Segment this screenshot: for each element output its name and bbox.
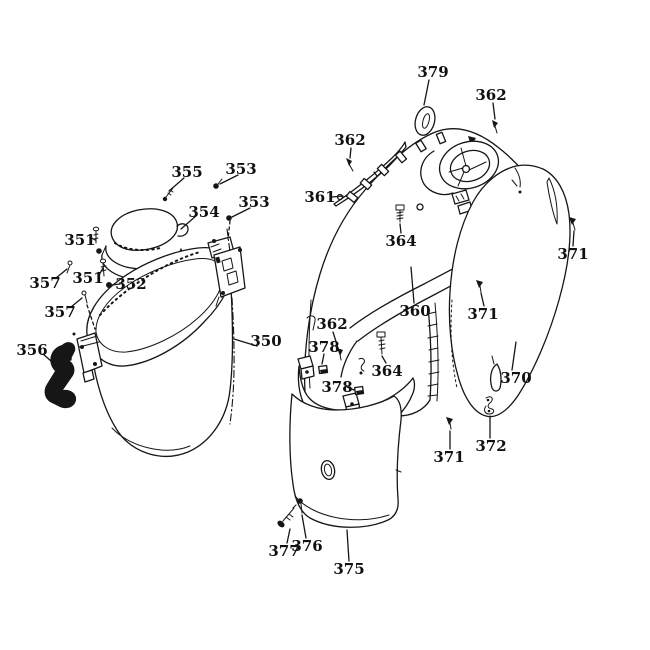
leader-line-353 xyxy=(231,207,251,218)
leader-line-377 xyxy=(286,528,291,544)
leader-line-350 xyxy=(233,338,258,347)
part-number-label-378: 378 xyxy=(308,338,339,356)
leader-line-357 xyxy=(55,268,68,279)
part-number-label-361: 361 xyxy=(304,188,335,206)
part-number-label-370: 370 xyxy=(500,369,531,387)
leader-line-352 xyxy=(111,283,121,286)
part-number-label-377: 377 xyxy=(268,542,299,560)
part-number-label-353: 353 xyxy=(238,193,269,211)
part-number-label-350: 350 xyxy=(250,332,281,350)
leader-line-375 xyxy=(346,529,350,562)
leader-line-364 xyxy=(399,223,402,234)
leader-line-360 xyxy=(410,266,415,304)
leader-line-353 xyxy=(219,174,239,185)
part-number-label-357: 357 xyxy=(44,303,75,321)
leader-line-362 xyxy=(332,331,339,349)
leader-line-357 xyxy=(86,304,96,330)
part-number-label-364: 364 xyxy=(371,362,402,380)
wrench-drawing xyxy=(44,342,77,409)
part-number-label-375: 375 xyxy=(333,560,364,578)
fasteners-drawing xyxy=(66,106,576,528)
leader-line-378 xyxy=(321,353,325,365)
trim-strip-drawing xyxy=(333,141,407,207)
leader-line-362 xyxy=(492,102,496,120)
leader-line-356 xyxy=(42,353,52,362)
part-number-label-362: 362 xyxy=(334,131,365,149)
leader-line-370 xyxy=(511,341,517,371)
leader-line-371 xyxy=(572,230,575,247)
leader-line-354 xyxy=(180,214,198,230)
part-number-label-371: 371 xyxy=(557,245,588,263)
part-number-label-351: 351 xyxy=(72,269,103,287)
helmet-box-drawing xyxy=(72,228,246,457)
leader-line-353 xyxy=(227,220,231,240)
leader-line-351 xyxy=(89,236,96,241)
part-number-label-362: 362 xyxy=(316,315,347,333)
part-number-label-351: 351 xyxy=(64,231,95,249)
leader-line-362 xyxy=(349,147,352,159)
leader-line-351 xyxy=(98,267,104,276)
part-number-label-357: 357 xyxy=(29,274,60,292)
callouts-layer: 355 353 354 353 351 357 351 352 357 356 350 379 362 3… xyxy=(16,63,588,578)
part-number-label-379: 379 xyxy=(417,63,448,81)
leader-line-355 xyxy=(168,177,185,192)
part-number-label-371: 371 xyxy=(433,448,464,466)
part-number-label-376: 376 xyxy=(291,537,322,555)
main-cover-drawing xyxy=(304,128,546,417)
leader-line-379 xyxy=(423,79,430,106)
part-number-label-372: 372 xyxy=(475,437,506,455)
leader-line-371 xyxy=(480,292,485,307)
part-number-label-353: 353 xyxy=(225,160,256,178)
part-number-label-352: 352 xyxy=(115,275,146,293)
leader-line-376 xyxy=(301,514,307,539)
part-number-label-378: 378 xyxy=(321,378,352,396)
part-number-label-355: 355 xyxy=(171,163,202,181)
front-panel-drawing xyxy=(289,355,416,528)
part-number-label-356: 356 xyxy=(16,341,47,359)
part-number-label-360: 360 xyxy=(399,302,430,320)
right-cover-drawing xyxy=(448,164,571,418)
part-number-label-371: 371 xyxy=(467,305,498,323)
leader-line-364 xyxy=(381,355,387,364)
leader-line-357 xyxy=(70,297,83,308)
part-number-label-364: 364 xyxy=(385,232,416,250)
leader-line-361 xyxy=(331,195,344,198)
part-number-label-354: 354 xyxy=(188,203,219,221)
part-number-label-362: 362 xyxy=(475,86,506,104)
leader-line-378 xyxy=(346,386,355,391)
